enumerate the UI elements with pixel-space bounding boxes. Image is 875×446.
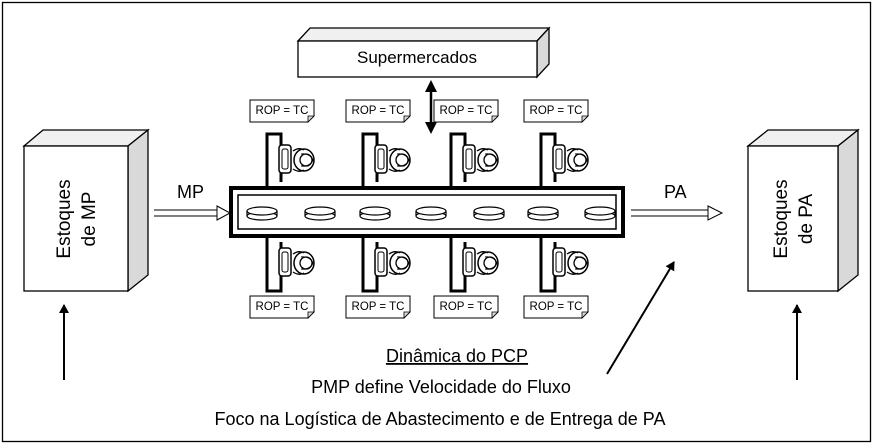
operator-icon [278, 144, 315, 174]
operator-icon [462, 247, 499, 277]
workstation: ROP = TC [523, 99, 589, 188]
stock-pa-label-line1: Estoques [771, 179, 792, 258]
workstation: ROP = TC [433, 99, 499, 188]
workstation: ROP = TC [249, 236, 315, 319]
operator-icon [552, 247, 589, 277]
stock-pa-box: Estoques de PA [746, 128, 860, 293]
mp-flow-arrow [154, 205, 232, 221]
operator-icon [552, 144, 589, 174]
pa-label: PA [664, 182, 687, 202]
rop-label: ROP = TC [256, 301, 309, 313]
rop-label: ROP = TC [530, 105, 583, 117]
stock-pa-label-line2: de PA [796, 194, 817, 245]
conveyor-item [359, 206, 391, 221]
operator-icon [374, 144, 411, 174]
conveyor-item [584, 206, 616, 221]
conveyor-item [473, 206, 505, 221]
workstation: ROP = TC [433, 236, 499, 319]
workstation: ROP = TC [249, 99, 315, 188]
rop-label: ROP = TC [440, 301, 493, 313]
conveyor-item [527, 206, 559, 221]
workstation: ROP = TC [345, 99, 411, 188]
conveyor-item [246, 206, 278, 221]
workstation: ROP = TC [523, 236, 589, 319]
caption-title: Dinâmica do PCP [386, 346, 528, 366]
operator-icon [278, 247, 315, 277]
rop-label: ROP = TC [530, 301, 583, 313]
supermarket-box: Supermercados [296, 26, 551, 79]
mp-label: MP [177, 182, 204, 202]
operator-icon [462, 144, 499, 174]
pmp-speed-arrow [606, 261, 675, 375]
workstation: ROP = TC [345, 236, 411, 319]
pa-flow-arrow [631, 205, 724, 221]
caption-line2: Foco na Logística de Abastecimento e de … [215, 409, 666, 429]
operator-icon [374, 247, 411, 277]
rop-label: ROP = TC [352, 105, 405, 117]
conveyor-item [304, 206, 336, 221]
rop-label: ROP = TC [440, 105, 493, 117]
supermarket-arrow [425, 80, 437, 134]
rop-label: ROP = TC [256, 105, 309, 117]
conveyor [229, 186, 625, 238]
caption-line1: PMP define Velocidade do Fluxo [311, 377, 571, 397]
stock-mp-label-line1: Estoques [54, 179, 75, 258]
stock-mp-label-line2: de MP [79, 192, 100, 247]
rop-label: ROP = TC [352, 301, 405, 313]
stock-mp-box: Estoques de MP [22, 128, 150, 293]
conveyor-item [415, 206, 447, 221]
supermarket-label: Supermercados [357, 48, 477, 67]
